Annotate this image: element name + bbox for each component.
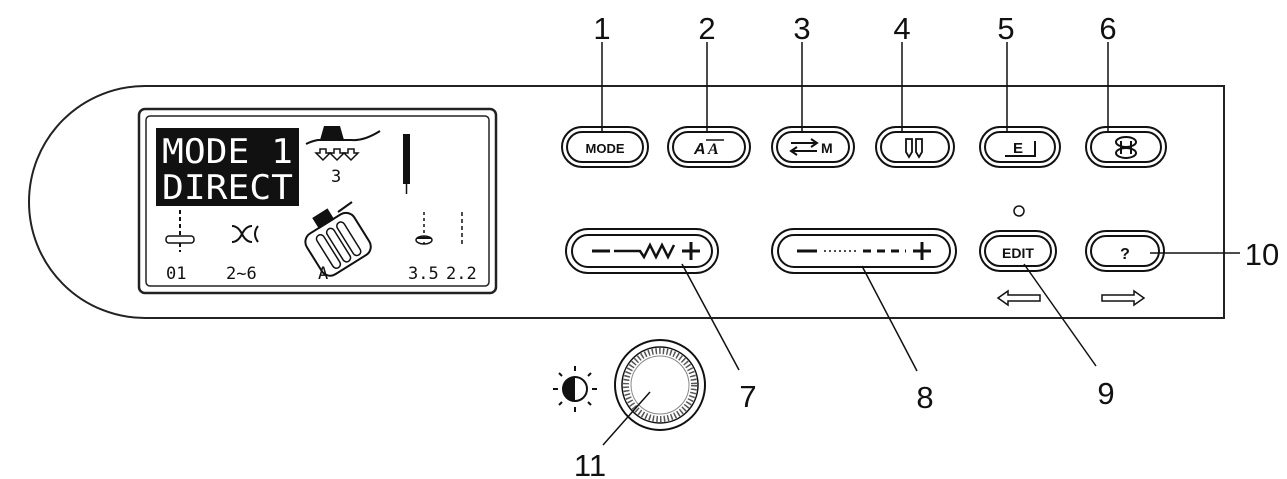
letter-style-button[interactable]: A A [667, 126, 751, 168]
lcd-value-2: 2~6 [226, 264, 257, 284]
callout-leaders [601, 42, 1240, 446]
right-arrow-icon [1101, 289, 1146, 307]
lcd-pressure-value: 3 [331, 167, 341, 187]
mode-button-label: MODE [586, 141, 625, 156]
edit-button-label: EDIT [1002, 245, 1034, 261]
e-button[interactable]: E [979, 126, 1061, 168]
callout-9: 9 [1097, 376, 1114, 411]
lcd-value-3: A [318, 264, 328, 284]
auto-lock-icon [1005, 141, 1036, 157]
mode-button[interactable]: MODE [561, 126, 649, 168]
dotted-minus-plus-icon [797, 242, 931, 260]
memory-button[interactable]: M [771, 126, 855, 168]
lcd-value-5: 2.2 [446, 264, 477, 284]
memory-arrows-icon [789, 138, 819, 156]
contrast-knob[interactable] [614, 339, 706, 431]
callout-3: 3 [793, 11, 810, 46]
callout-5: 5 [997, 11, 1014, 46]
lcd-value-1: 01 [166, 264, 186, 284]
svg-text:A: A [707, 141, 719, 158]
lcd-mode-line1: MODE 1 [162, 132, 293, 172]
svg-text:A: A [693, 141, 706, 158]
callout-6: 6 [1099, 11, 1116, 46]
lcd-mode-line2: DIRECT [162, 168, 293, 208]
callout-4: 4 [893, 11, 910, 46]
edit-button[interactable]: EDIT [979, 230, 1057, 272]
pressure-icon [305, 126, 381, 162]
e-button-label: E [1013, 140, 1023, 157]
zigzag-minus-plus-icon [592, 242, 700, 260]
callout-7: 7 [739, 379, 756, 414]
stitch-width-adjust-button[interactable] [565, 228, 719, 274]
twin-needle-icon [905, 138, 923, 159]
bobbin-button[interactable] [1085, 126, 1167, 168]
twin-needle-button[interactable] [875, 126, 955, 168]
lcd-mode-highlight [156, 128, 299, 206]
letter-style-icon: A A [693, 139, 724, 158]
stitch-number-icon [165, 210, 195, 252]
help-button[interactable]: ? [1085, 230, 1165, 272]
callout-10: 10 [1245, 237, 1279, 272]
bobbin-icon [1115, 136, 1137, 159]
left-arrow-icon [996, 289, 1041, 307]
memory-button-label: M [821, 140, 833, 156]
tension-icon [231, 225, 259, 243]
needle-position-icon [403, 134, 410, 194]
stitch-length-adjust-button[interactable] [771, 228, 957, 274]
help-button-label: ? [1120, 246, 1130, 263]
lcd-value-4: 3.5 [408, 264, 439, 284]
callout-11: 11 [574, 448, 606, 479]
presser-foot-icon [304, 201, 372, 277]
lcd-display: MODE 1 DIRECT 3 [137, 107, 498, 295]
edit-indicator-led [1013, 205, 1025, 217]
stitch-width-icon [415, 212, 433, 245]
callout-1: 1 [593, 11, 610, 46]
contrast-icon [553, 366, 597, 412]
callout-2: 2 [698, 11, 715, 46]
callout-8: 8 [916, 380, 933, 415]
